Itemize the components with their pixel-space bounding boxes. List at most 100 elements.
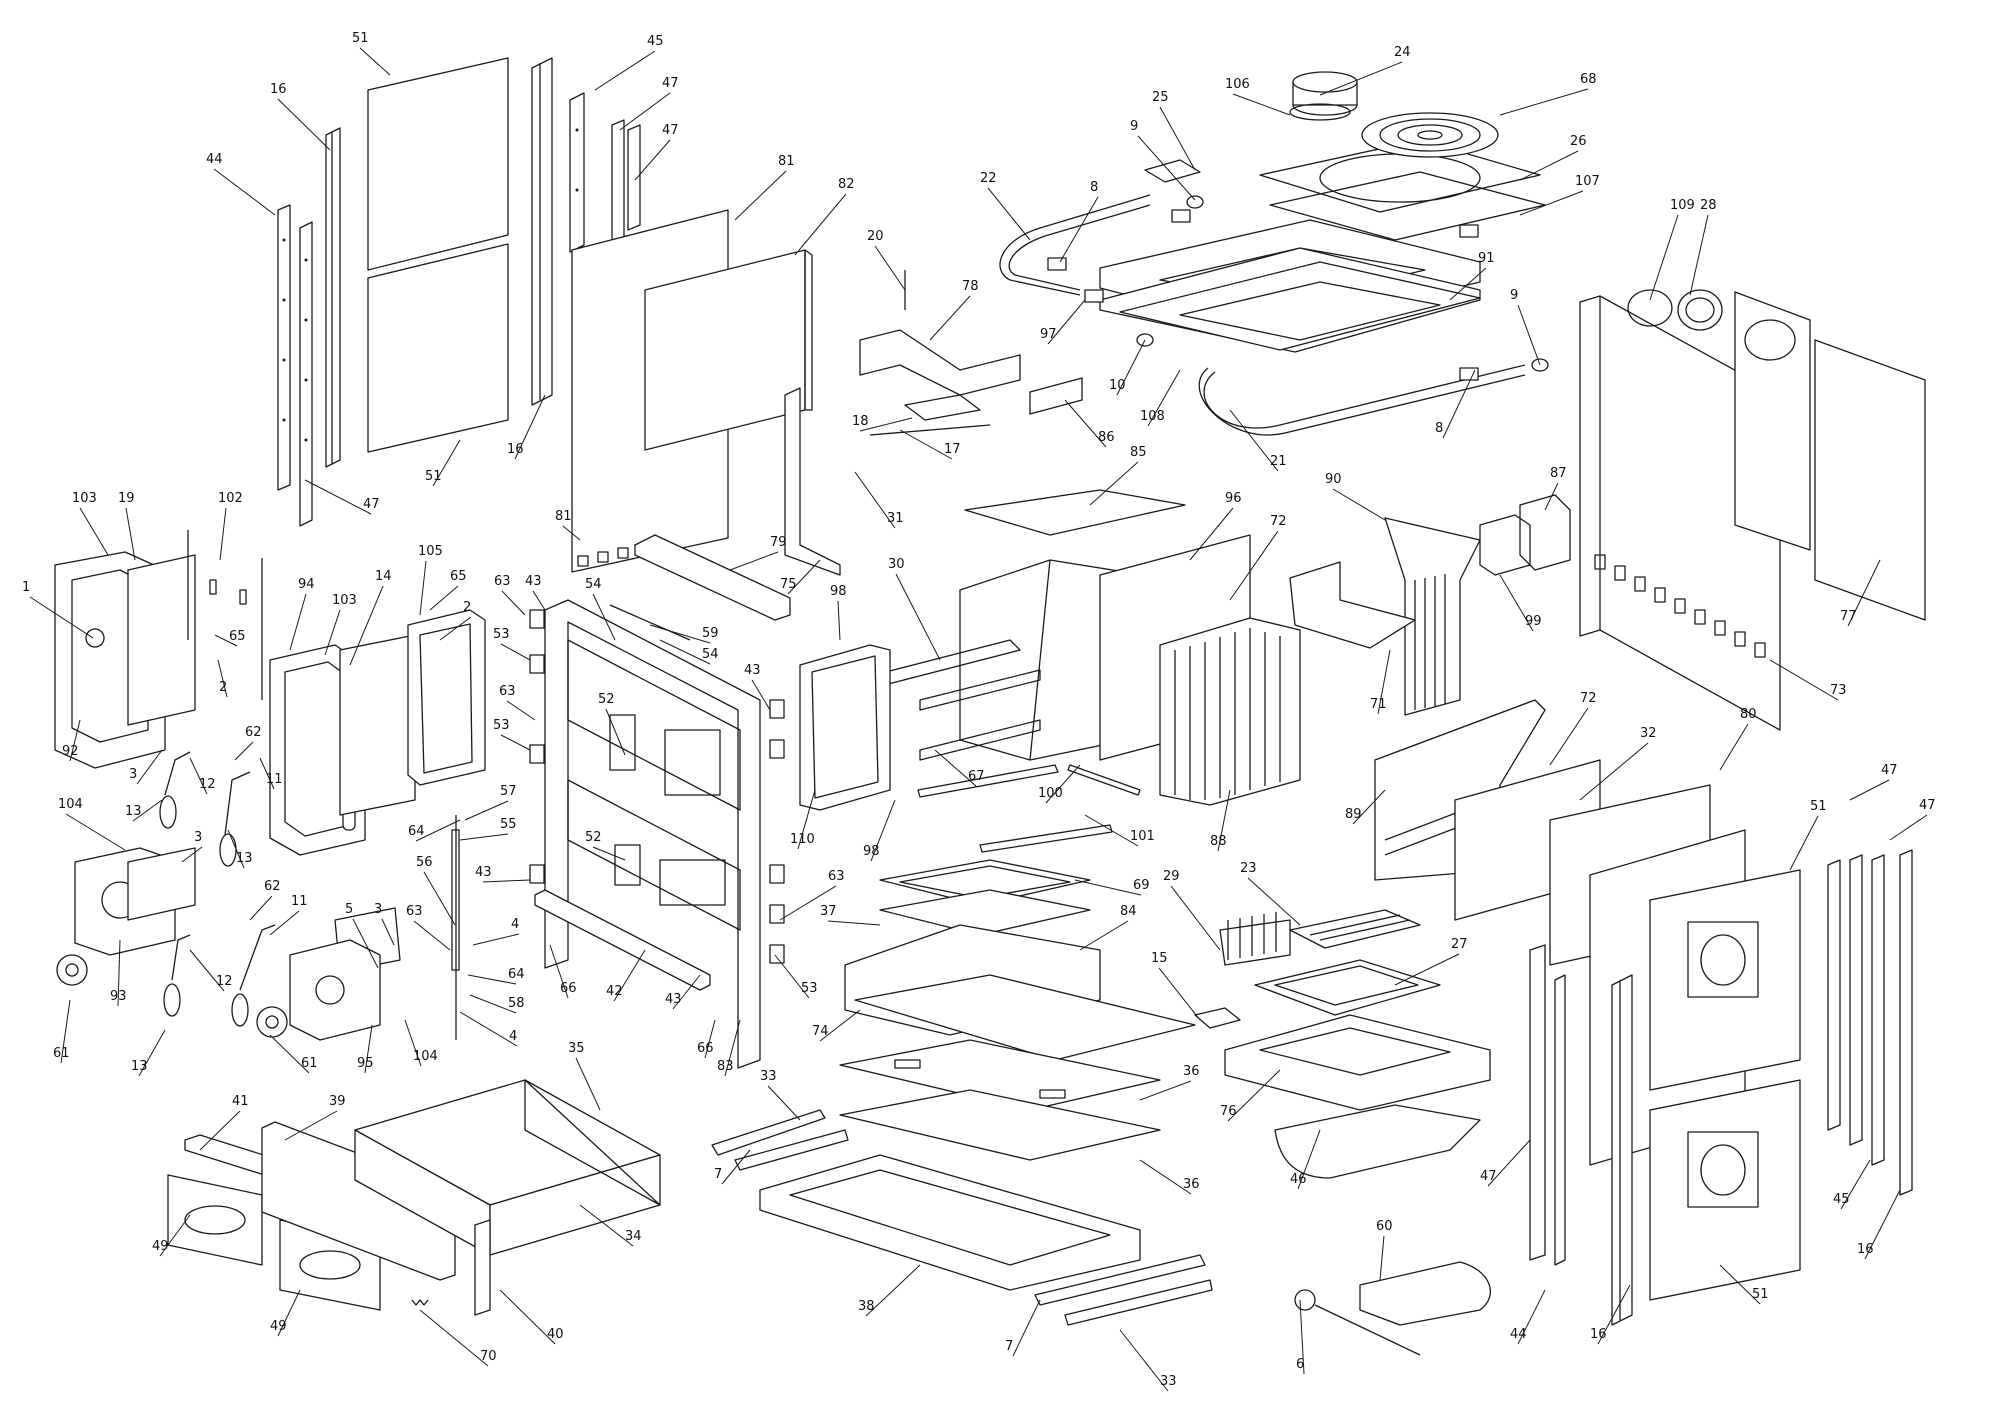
leader-line [419,560,427,616]
callout-c58: 58 [469,994,525,1014]
leader-line [469,994,517,1014]
callout-number: 85 [1130,445,1147,460]
callout-number: 108 [1140,409,1165,424]
leader-line [1116,339,1146,396]
leader-line [29,596,94,639]
callout-number: 30 [888,557,905,572]
callout-number: 93 [110,989,127,1004]
leader-line [1227,1069,1281,1122]
leader-line [1519,150,1579,181]
callout-c44b: 44 [1510,1289,1546,1345]
callout-number: 95 [357,1056,374,1071]
part-19-glass [127,554,196,726]
callout-c2b: 2 [439,600,472,641]
leader-line [895,573,941,661]
callout-number: 63 [406,904,423,919]
leader-line [1084,814,1139,847]
callout-number: 9 [1130,119,1138,134]
callout-c85: 85 [1089,445,1147,506]
callout-c16d: 16 [1857,1189,1901,1260]
callout-c3a: 3 [129,749,163,785]
part-86-plate [1029,377,1083,415]
part-51-side-panels [367,57,509,453]
callout-c71: 71 [1370,649,1391,715]
part-8-9-10-small-parts [1047,195,1549,381]
callout-number: 51 [425,469,442,484]
callout-number: 81 [778,154,795,169]
leader-line [217,659,228,698]
leader-line [404,1019,422,1067]
callout-c51d: 51 [1719,1264,1769,1305]
callout-c47f: 47 [1889,798,1936,841]
leader-line [1487,1139,1531,1187]
leader-line [364,1024,373,1074]
callout-c91: 91 [1449,251,1495,301]
callout-number: 62 [245,725,262,740]
callout-number: 62 [264,879,281,894]
part-44-47-45-right-strips [1529,854,1885,1266]
callout-c54b: 54 [659,639,719,665]
leader-line [1789,815,1819,871]
callout-c72a: 72 [1229,514,1287,601]
callout-c62b: 62 [249,879,281,921]
leader-line [827,920,881,926]
callout-c37: 37 [820,904,881,926]
callout-c43c: 43 [475,865,531,883]
callout-number: 49 [270,1319,287,1334]
part-85-top [964,489,1186,536]
callout-number: 96 [1225,491,1242,506]
callout-number: 46 [1290,1172,1307,1187]
callout-number: 3 [374,902,382,917]
leader-line [138,1029,166,1077]
leader-line [419,1309,489,1367]
leader-line [289,593,307,651]
callout-c52a: 52 [598,692,626,756]
callout-c24: 24 [1319,45,1411,96]
leader-line [277,1289,301,1337]
callout-c5: 5 [345,902,379,969]
leader-line [132,799,163,822]
leader-line [381,918,395,946]
callout-c47d: 47 [1480,1139,1531,1187]
callout-number: 54 [702,647,719,662]
part-14-glass [339,634,416,816]
callout-number: 24 [1394,45,1411,60]
callout-number: 36 [1183,1177,1200,1192]
leader-line [1394,953,1460,986]
callout-c98a: 98 [830,584,847,641]
callout-number: 107 [1575,174,1600,189]
leader-line [349,585,384,666]
callout-number: 71 [1370,697,1387,712]
leader-line [1159,106,1196,171]
leader-line [324,609,341,656]
callout-c29: 29 [1163,869,1221,951]
leader-line [259,757,275,790]
part-90-flue-box [1384,517,1481,716]
callout-number: 42 [606,984,623,999]
callout-number: 70 [480,1349,497,1364]
callout-number: 51 [352,31,369,46]
leader-line [514,394,546,460]
part-36-plates [839,1039,1161,1161]
callout-number: 86 [1098,430,1115,445]
callout-number: 54 [585,577,602,592]
callout-c86: 86 [1064,399,1115,448]
callout-number: 49 [152,1239,169,1254]
callout-number: 65 [450,569,467,584]
callout-number: 47 [363,497,380,512]
leader-line [724,1019,741,1077]
callout-number: 43 [525,574,542,589]
callout-number: 12 [216,974,233,989]
callout-number: 47 [662,76,679,91]
callout-number: 57 [500,784,517,799]
callout-c45b: 45 [1833,1159,1871,1210]
callout-number: 91 [1478,251,1495,266]
part-77-panel [1734,291,1926,621]
callout-number: 63 [499,684,516,699]
leader-line [1170,885,1221,951]
part-78-18-bracket [859,270,1021,421]
callout-c15: 15 [1151,951,1201,1021]
leader-line [721,1149,751,1185]
part-51-door-panels [1649,869,1801,1301]
part-88-radiator [1159,617,1301,806]
